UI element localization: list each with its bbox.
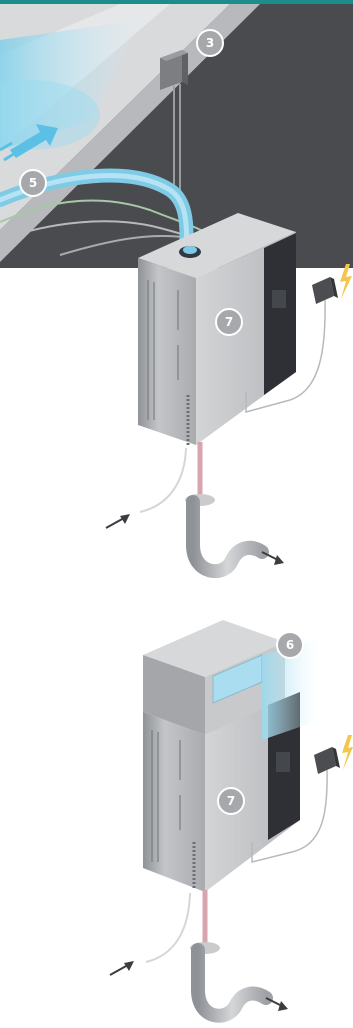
callout-label-5: 5	[29, 176, 37, 190]
lower-water-inlet	[110, 893, 190, 975]
power-bolt-icon-upper	[340, 264, 352, 299]
callout-badge-6: 6	[277, 632, 303, 658]
outlet-arrow-icon-lower	[266, 998, 288, 1011]
callout-badge-5: 5	[20, 170, 46, 196]
lower-drain-pipe	[190, 890, 288, 1016]
power-bolt-icon-lower	[342, 735, 353, 770]
callout-badge-3: 3	[197, 30, 223, 56]
callout-label-3: 3	[206, 36, 214, 50]
upper-unit-dark-panel	[264, 233, 296, 395]
inlet-arrow-icon-upper	[106, 514, 130, 528]
inlet-arrow-icon-lower	[110, 961, 134, 975]
callout-badge-7-lower: 7	[218, 788, 244, 814]
callout-label-7-upper: 7	[225, 315, 233, 329]
outlet-arrow-icon-upper	[262, 552, 284, 565]
callout-label-7-lower: 7	[227, 794, 235, 808]
callout-label-6: 6	[286, 638, 294, 652]
callout-badge-7-upper: 7	[216, 309, 242, 335]
lower-unit-display	[276, 752, 290, 772]
teal-header-strip	[0, 0, 353, 4]
upper-water-inlet	[106, 448, 186, 528]
upper-unit-display	[272, 290, 286, 308]
upper-drain-pipe	[185, 442, 284, 571]
